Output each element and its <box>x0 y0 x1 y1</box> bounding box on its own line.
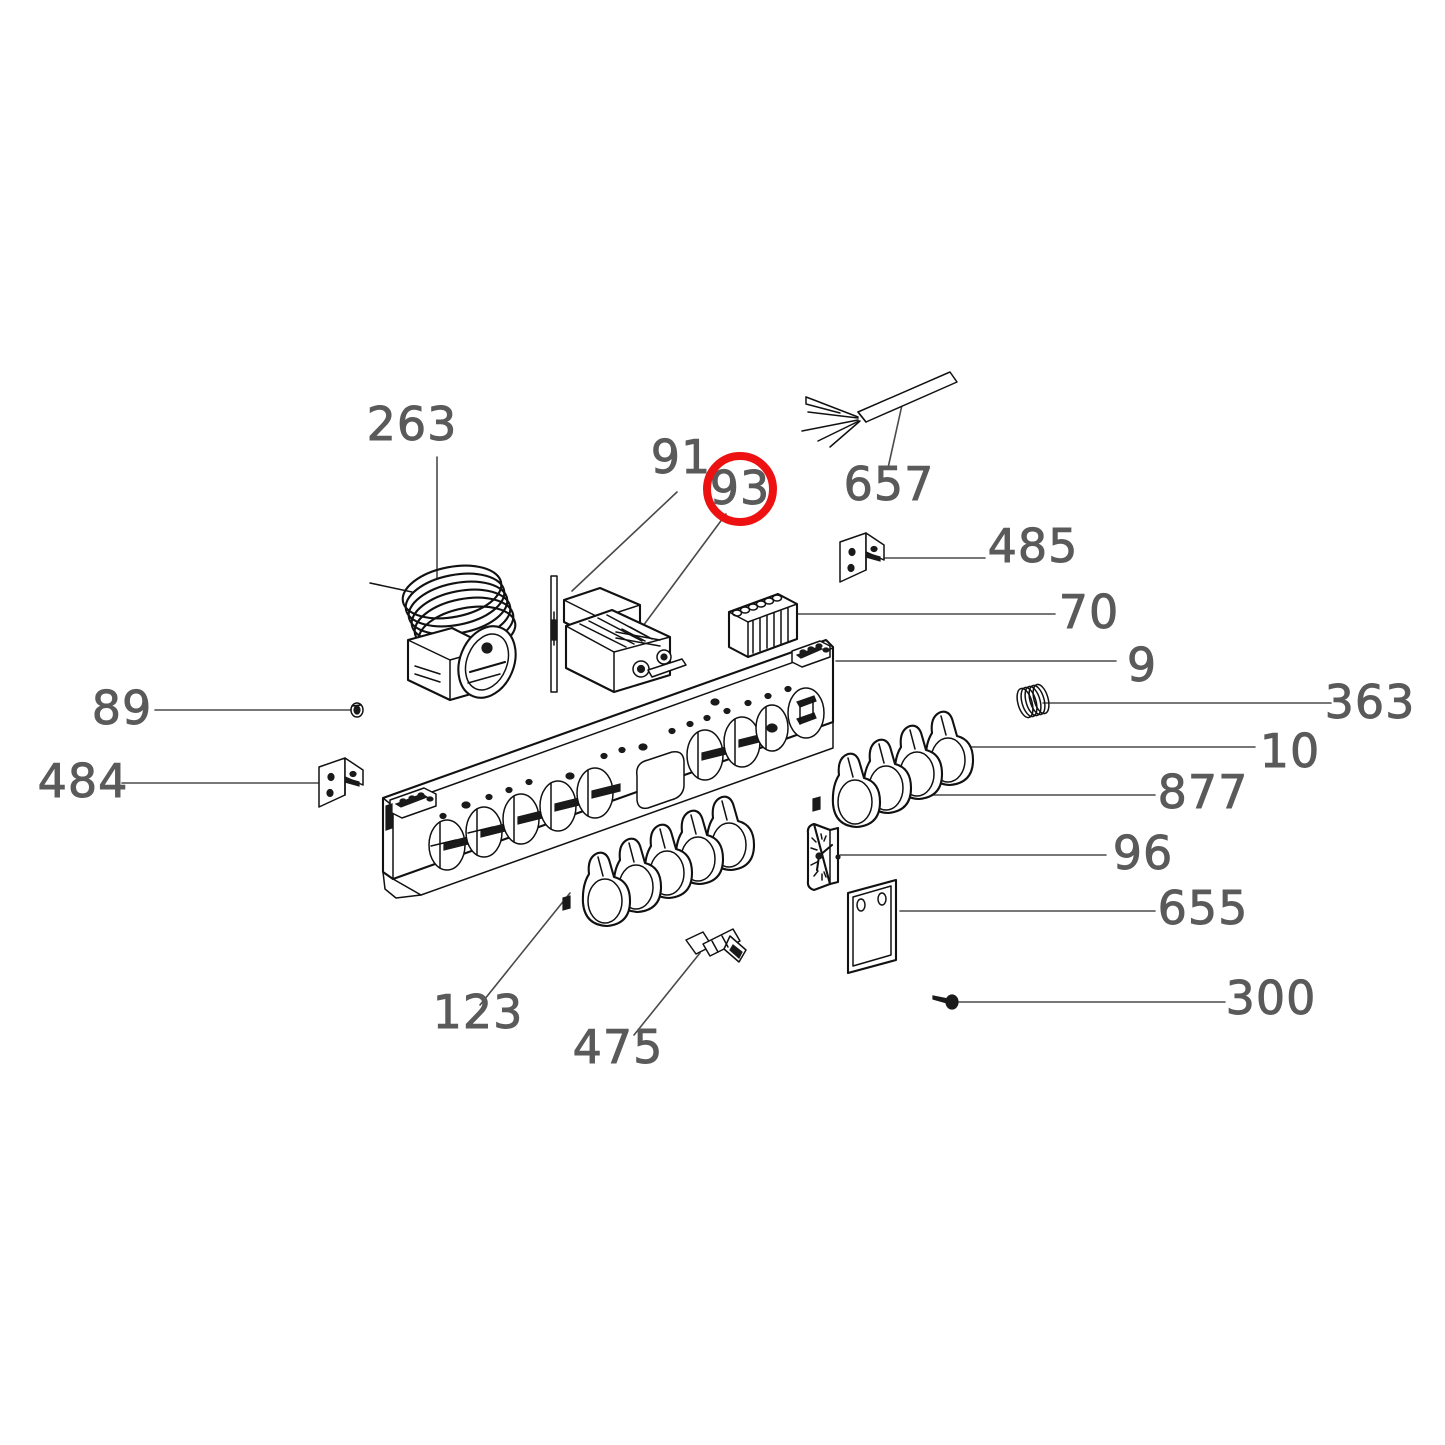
callout-89[interactable]: 89 <box>91 681 153 736</box>
panel-knob-bosses <box>428 687 825 871</box>
callout-labels: 263 91 93 657 485 70 9 363 10 877 89 484… <box>37 397 1416 1075</box>
part-91-probe-rod <box>550 575 558 693</box>
part-363-coil-spring <box>1016 683 1050 719</box>
leader-lines <box>121 404 1332 1036</box>
leader-657 <box>887 404 903 469</box>
callout-877[interactable]: 877 <box>1157 765 1249 820</box>
part-123-knobs-lower <box>562 795 756 928</box>
callout-655[interactable]: 655 <box>1157 881 1249 936</box>
part-70-terminal-block <box>727 592 799 659</box>
part-89-screw <box>350 702 364 718</box>
part-93-switch-block <box>562 586 687 694</box>
part-263-thermostat-coil <box>369 564 517 702</box>
part-657-wire-harness <box>801 371 958 448</box>
callout-484[interactable]: 484 <box>37 754 129 809</box>
callout-363[interactable]: 363 <box>1324 675 1416 730</box>
part-485-angle-bracket <box>839 532 885 583</box>
callout-485[interactable]: 485 <box>987 519 1079 574</box>
part-96-timer-clock <box>806 822 841 892</box>
callout-475[interactable]: 475 <box>572 1020 664 1075</box>
part-300-pin-rod <box>932 994 959 1010</box>
part-475-shoulder-bolt <box>685 928 747 963</box>
callout-300[interactable]: 300 <box>1225 971 1317 1026</box>
callout-93[interactable]: 93 <box>709 461 771 516</box>
callout-657[interactable]: 657 <box>843 457 935 512</box>
leader-93 <box>639 513 727 631</box>
callout-263[interactable]: 263 <box>366 397 458 452</box>
highlight-ring-93 <box>703 452 777 526</box>
panel-top-connector <box>791 640 831 668</box>
leader-475 <box>633 952 701 1036</box>
part-484-angle-bracket <box>318 757 364 808</box>
part-9-control-panel <box>381 638 835 899</box>
callout-10[interactable]: 10 <box>1259 724 1321 779</box>
callout-70[interactable]: 70 <box>1058 585 1120 640</box>
part-10-knobs-upper <box>812 710 975 829</box>
leader-91 <box>571 491 678 592</box>
callout-123[interactable]: 123 <box>432 985 524 1040</box>
leader-123 <box>479 892 571 1006</box>
callout-91[interactable]: 91 <box>650 430 712 485</box>
callout-9[interactable]: 9 <box>1126 638 1157 693</box>
callout-96[interactable]: 96 <box>1112 826 1174 881</box>
part-655-mounting-plate <box>846 878 898 975</box>
panel-left-connector <box>385 787 437 831</box>
